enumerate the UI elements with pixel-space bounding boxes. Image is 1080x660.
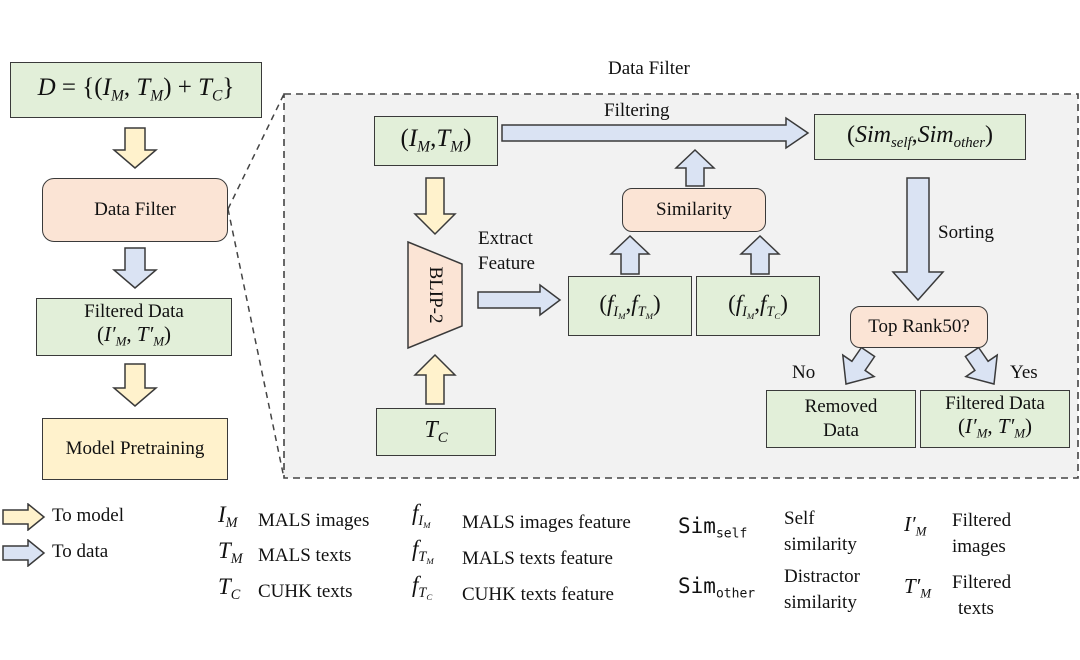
no-label: No [792,362,816,383]
legend-im-prime-symbol: I′M [904,512,927,539]
legend-im-prime-label: Filtered images [952,510,1012,557]
dataset-node: D = {(IM, TM) + TC} [10,62,262,118]
legend-fim-symbol: fIM [412,500,431,531]
sim-pair-node: (Simself,Simother) [814,114,1026,160]
blip2-encoder [407,240,463,350]
legend-simself-symbol: Simself [678,514,748,542]
im-tm-node: (IM,TM) [374,116,498,166]
arrow-im-tm-to-blip [413,177,457,236]
blip2-shape [407,240,463,350]
top-rank-node: Top Rank50? [850,306,988,348]
top-rank-label: Top Rank50? [868,316,970,337]
legend-simother-symbol: Simother [678,574,756,602]
arrow-filtered-to-pretraining [111,363,159,407]
legend-im-symbol: IM [218,502,238,531]
legend-ftm-symbol: fTM [412,536,434,567]
similarity-node: Similarity [622,188,766,232]
arrow-dataset-to-filter [111,127,159,169]
legend-tc-symbol: TC [218,574,241,603]
arrow-filtering [501,116,810,150]
legend-tm-prime-symbol: T′M [904,574,932,601]
legend-ftc-symbol: fTC [412,572,433,603]
arrow-tc-to-blip [413,353,457,405]
zoom-line-bottom [227,208,285,479]
legend-im-label: MALS images [258,510,370,531]
filtered-data-pair: (I′M, T′M) [96,322,172,349]
similarity-label: Similarity [656,199,732,220]
arrow-extract-feature [477,283,562,317]
removed-data-node: Removed Data [766,390,916,448]
legend-to-model: To model [52,505,125,526]
legend-ftm-label: MALS texts feature [462,548,613,569]
legend-tm-prime-label: Filtered texts [952,572,1012,619]
blip2-label: BLIP-2 [425,266,446,324]
arrow-filter-to-filtered [111,247,159,289]
arrow-similarity-to-sim [674,148,716,187]
data-filter-node: Data Filter [42,178,228,242]
arrow-sorting [891,177,945,302]
legend-to-data: To data [52,541,109,562]
f-im-tm-node: (fIM,fTM) [568,276,692,336]
filtering-label: Filtering [604,100,670,121]
extract-feature-label: Extract Feature [478,228,535,274]
filtered-data-title: Filtered Data [84,301,184,323]
panel-title: Data Filter [608,58,690,79]
legend-tc-label: CUHK texts [258,581,353,602]
model-pretraining-node: Model Pretraining [42,418,228,480]
legend-tm-label: MALS texts [258,545,352,566]
blue-arrow-icon [2,539,46,567]
data-filter-label: Data Filter [94,199,176,220]
legend-tm-symbol: TM [218,538,243,567]
legend-simself-label: Self similarity [784,508,857,555]
legend-fim-label: MALS images feature [462,512,631,533]
yellow-arrow-icon [2,503,46,531]
arrow-f2-to-similarity [739,234,781,275]
legend-ftc-label: CUHK texts feature [462,584,614,605]
legend-simother-label: Distractor similarity [784,566,860,613]
model-pretraining-label: Model Pretraining [65,438,205,459]
filtered-data-node: Filtered Data (I′M, T′M) [36,298,232,356]
inner-filtered-data-node: Filtered Data (I′M, T′M) [920,390,1070,448]
arrow-no [841,346,876,385]
arrow-f1-to-similarity [609,234,651,275]
f-im-tc-node: (fIM,fTC) [696,276,820,336]
yes-label: Yes [1010,362,1038,383]
arrow-yes [964,346,999,385]
sorting-label: Sorting [938,222,994,243]
tc-node: TC [376,408,496,456]
